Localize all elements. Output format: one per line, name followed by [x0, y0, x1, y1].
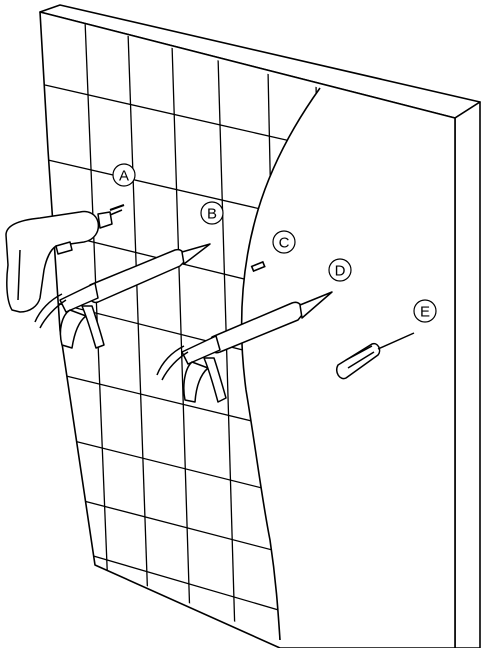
tile-edge-outline — [240, 87, 321, 641]
callout-b-label: B — [207, 206, 217, 223]
caulking-gun-d — [156, 291, 333, 403]
callout-e-label: E — [420, 304, 430, 321]
wall-side-edge — [454, 101, 481, 648]
callout-d: D — [328, 258, 352, 282]
callout-c: C — [272, 230, 296, 254]
caulking-gun-b — [34, 243, 211, 349]
callout-b: B — [200, 201, 224, 225]
callout-e: E — [413, 299, 437, 323]
callout-a: A — [112, 163, 136, 187]
callout-a-label: A — [119, 168, 129, 185]
wall-plug-c — [250, 260, 266, 273]
drill — [5, 209, 123, 313]
callout-d-label: D — [335, 263, 346, 280]
callout-c-label: C — [279, 235, 290, 252]
drill-bit-a — [109, 204, 125, 211]
screwdriver — [335, 332, 415, 380]
